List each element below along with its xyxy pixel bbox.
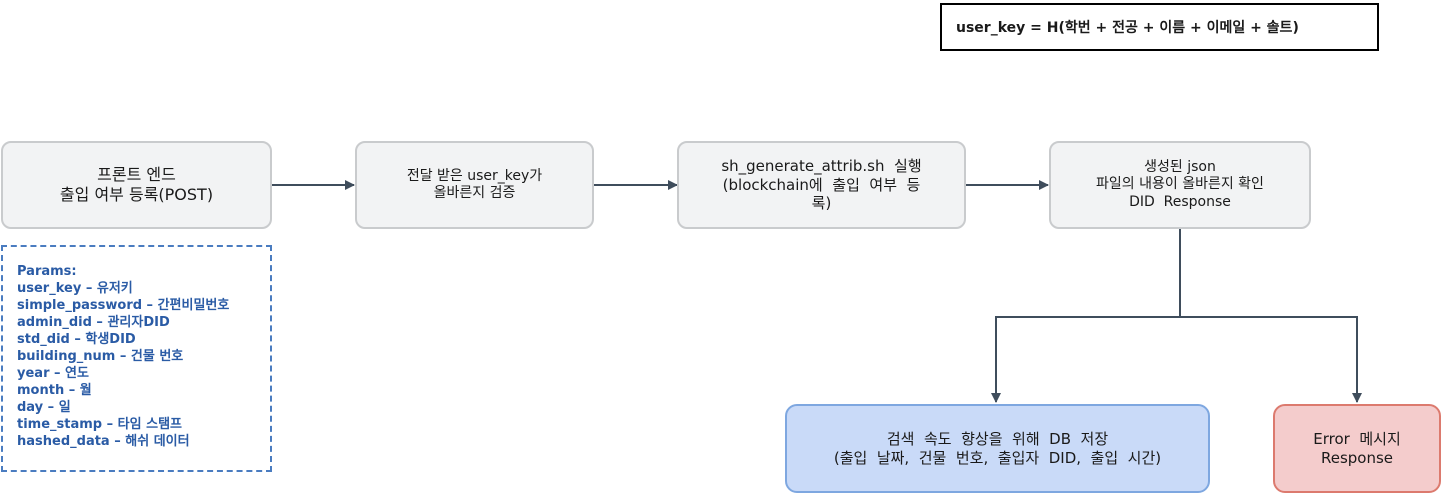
- param-item: user_key – 유저키: [17, 281, 133, 296]
- param-item: building_num – 건물 번호: [17, 349, 184, 364]
- param-item: std_did – 학생DID: [17, 332, 136, 347]
- user-key-formula-box: user_key = H(학번 + 전공 + 이름 + 이메일 + 솔트): [940, 3, 1379, 51]
- param-item: month – 월: [17, 383, 92, 398]
- execute-line2: (blockchain에 출입 여부 등: [722, 175, 921, 194]
- verify-line2: 올바른지 검증: [433, 185, 516, 201]
- check-node: 생성된 json 파일의 내용이 올바른지 확인 DID Response: [1049, 141, 1311, 229]
- params-box: Params: user_key – 유저키 simple_password –…: [1, 245, 272, 472]
- user-key-formula: user_key = H(학번 + 전공 + 이름 + 이메일 + 솔트): [956, 20, 1299, 36]
- frontend-node: 프론트 엔드 출입 여부 등록(POST): [1, 141, 272, 229]
- param-item: simple_password – 간편비밀번호: [17, 298, 230, 313]
- store-line1: 검색 속도 향상을 위해 DB 저장: [886, 429, 1109, 448]
- check-line3: DID Response: [1129, 193, 1231, 210]
- frontend-line2: 출입 여부 등록(POST): [59, 185, 214, 204]
- param-item: time_stamp – 타임 스탬프: [17, 417, 182, 432]
- error-line2: Response: [1320, 448, 1394, 467]
- verify-line1: 전달 받은 user_key가: [406, 167, 543, 184]
- param-item: year – 연도: [17, 366, 89, 381]
- execute-node: sh_generate_attrib.sh 실행 (blockchain에 출입…: [677, 141, 966, 229]
- param-item: admin_did – 관리자DID: [17, 315, 170, 330]
- store-node: 검색 속도 향상을 위해 DB 저장 (출입 날짜, 건물 번호, 출입자 DI…: [785, 404, 1210, 493]
- execute-line1: sh_generate_attrib.sh 실행: [721, 156, 922, 175]
- error-line1: Error 메시지: [1313, 429, 1401, 448]
- check-line2: 파일의 내용이 올바른지 확인: [1096, 176, 1264, 193]
- param-item: hashed_data – 해쉬 데이터: [17, 434, 190, 449]
- verify-node: 전달 받은 user_key가 올바른지 검증: [355, 141, 594, 229]
- frontend-line1: 프론트 엔드: [97, 165, 176, 184]
- params-title: Params:: [17, 264, 77, 279]
- store-line2: (출입 날짜, 건물 번호, 출입자 DID, 출입 시간): [833, 448, 1162, 467]
- execute-line3: 록): [811, 194, 832, 213]
- check-line1: 생성된 json: [1144, 158, 1216, 175]
- param-item: day – 일: [17, 400, 71, 415]
- error-node: Error 메시지 Response: [1273, 404, 1441, 493]
